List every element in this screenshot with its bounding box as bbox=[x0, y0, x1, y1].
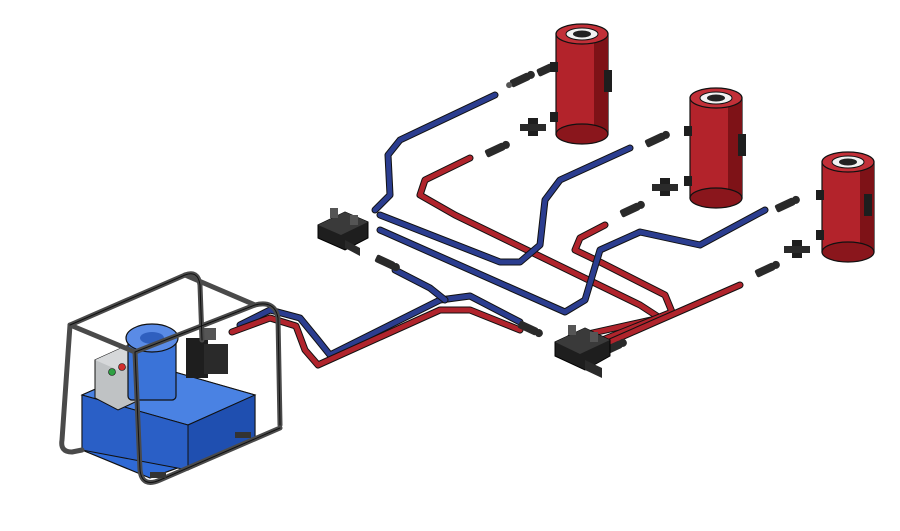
coupler-manifold-lower-a bbox=[517, 320, 543, 338]
hose-return-cylinder-1 bbox=[371, 91, 499, 214]
coupler-cylinder-3-a bbox=[774, 195, 800, 213]
cylinder-1 bbox=[550, 23, 612, 145]
coupler-manifold-upper-a bbox=[374, 254, 400, 272]
hose-return-cylinder-3 bbox=[376, 206, 769, 316]
hydraulic-pump-unit bbox=[59, 271, 283, 485]
hose-supply-pump-to-lower-manifold bbox=[228, 306, 524, 369]
valve-tee-1 bbox=[520, 118, 546, 136]
coupler-cylinder-3-b bbox=[754, 260, 780, 278]
coupler-cylinder-1-c bbox=[484, 140, 510, 158]
stop-button[interactable] bbox=[118, 363, 126, 371]
hydraulic-cylinder-icon bbox=[684, 87, 746, 209]
electric-motor bbox=[125, 323, 179, 401]
hose-return-upper-to-lower-manifold bbox=[391, 266, 449, 304]
cylinder-2 bbox=[684, 87, 746, 209]
valve-tee-3 bbox=[784, 240, 810, 258]
quick-couplers bbox=[374, 62, 800, 356]
coupler-cylinder-2-b bbox=[619, 200, 645, 218]
coupler-cylinder-1-a bbox=[506, 70, 535, 89]
pump-valve-head bbox=[186, 328, 228, 378]
pump-foot-2 bbox=[150, 472, 166, 478]
hose-return-cylinder-2 bbox=[376, 144, 634, 266]
hose-network bbox=[228, 91, 769, 369]
pump-foot-1 bbox=[235, 432, 251, 438]
pump-icon bbox=[59, 271, 283, 485]
hydraulic-cylinder-icon bbox=[816, 151, 875, 263]
manifold-block-upper bbox=[317, 208, 369, 256]
roll-cage-frame-outline bbox=[69, 273, 281, 483]
valve-tees bbox=[520, 118, 810, 258]
manifold-block-lower bbox=[554, 325, 611, 378]
coupler-cylinder-2-a bbox=[644, 130, 670, 148]
start-button[interactable] bbox=[108, 368, 116, 376]
cylinder-3 bbox=[816, 151, 875, 263]
hydraulic-cylinder-icon bbox=[550, 23, 612, 145]
valve-tee-2 bbox=[652, 178, 678, 196]
hose-supply-cylinder-3 bbox=[606, 281, 744, 346]
